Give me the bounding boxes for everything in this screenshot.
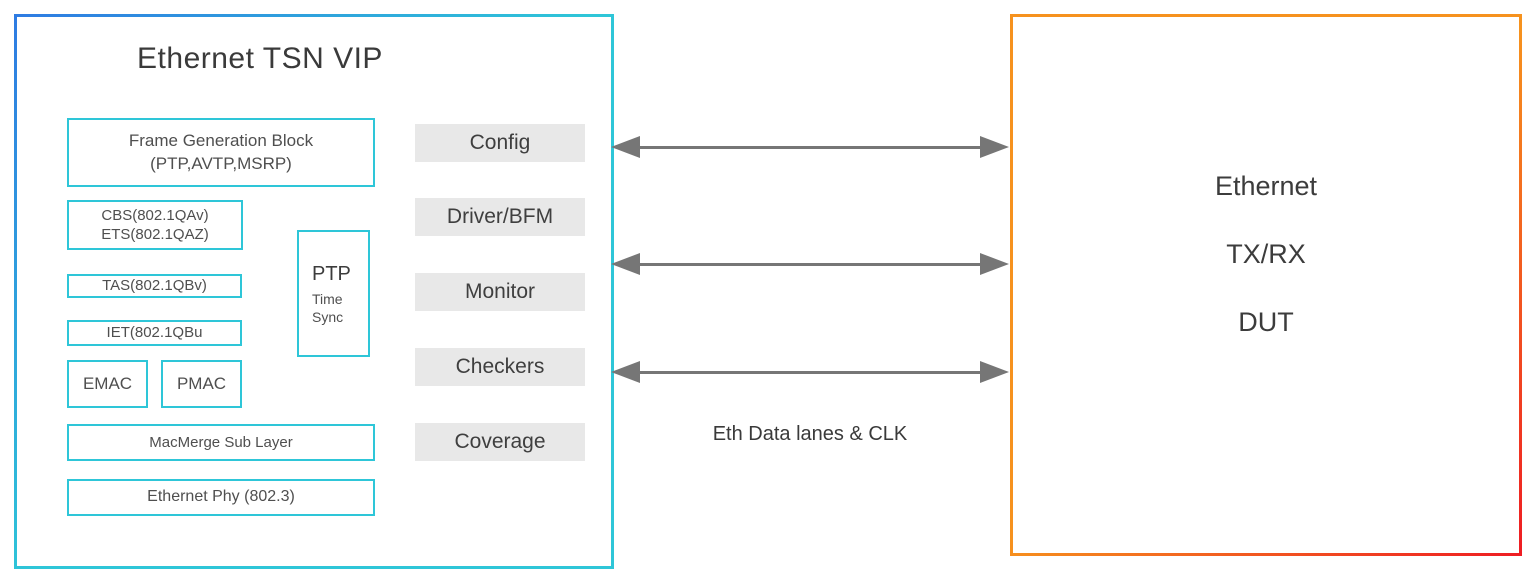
interface-coverage: Coverage — [415, 423, 585, 461]
dut-label-line1: Ethernet — [1214, 171, 1318, 201]
ets-label: ETS(802.1QAZ) — [101, 226, 209, 243]
frame-generation-label-line1: Frame Generation Block — [128, 131, 314, 151]
ethernet-phy-label: Ethernet Phy (802.3) — [147, 488, 295, 506]
dut-label-line3: DUT — [1238, 307, 1294, 337]
ptp-sync-label: Sync — [312, 309, 344, 325]
dut-label-line2: TX/RX — [1226, 239, 1306, 269]
arrow-shaft — [640, 145, 980, 149]
ethernet-phy-block: Ethernet Phy (802.3) — [67, 479, 375, 516]
cbs-label: CBS(802.1QAv) — [101, 206, 209, 224]
pmac-label: PMAC — [176, 373, 227, 393]
cbs-ets-block: CBS(802.1QAv) ETS(802.1QAZ) — [67, 200, 243, 250]
ethernet-dut-box: Ethernet TX/RX DUT — [1010, 14, 1522, 556]
double-arrow-top — [611, 135, 1009, 159]
tas-block: TAS(802.1QBv) — [67, 274, 242, 298]
double-arrow-middle — [611, 252, 1009, 276]
arrow-shaft — [640, 370, 980, 374]
connection-label: Eth Data lanes & CLK — [712, 423, 908, 445]
iet-label: IET(802.1QBu — [106, 324, 203, 342]
pmac-block: PMAC — [161, 360, 242, 408]
frame-generation-block: Frame Generation Block (PTP,AVTP,MSRP) — [67, 118, 375, 187]
interface-driver-bfm: Driver/BFM — [415, 198, 585, 236]
interface-config: Config — [415, 124, 585, 162]
interface-monitor: Monitor — [415, 273, 585, 311]
iet-block: IET(802.1QBu — [67, 320, 242, 346]
macmerge-label: MacMerge Sub Layer — [149, 433, 293, 451]
macmerge-sublayer-block: MacMerge Sub Layer — [67, 424, 375, 461]
double-arrow-bottom — [611, 360, 1009, 384]
arrow-shaft — [640, 262, 980, 266]
emac-block: EMAC — [67, 360, 148, 408]
vip-title: Ethernet TSN VIP — [137, 42, 383, 75]
ptp-label: PTP — [312, 262, 351, 285]
emac-label: EMAC — [82, 373, 133, 393]
ptp-time-label: Time — [312, 290, 343, 307]
tas-label: TAS(802.1QBv) — [102, 277, 207, 295]
ptp-time-sync-block: PTP Time Sync — [297, 230, 370, 357]
frame-generation-label-line2: (PTP,AVTP,MSRP) — [150, 153, 292, 173]
interface-checkers: Checkers — [415, 348, 585, 386]
